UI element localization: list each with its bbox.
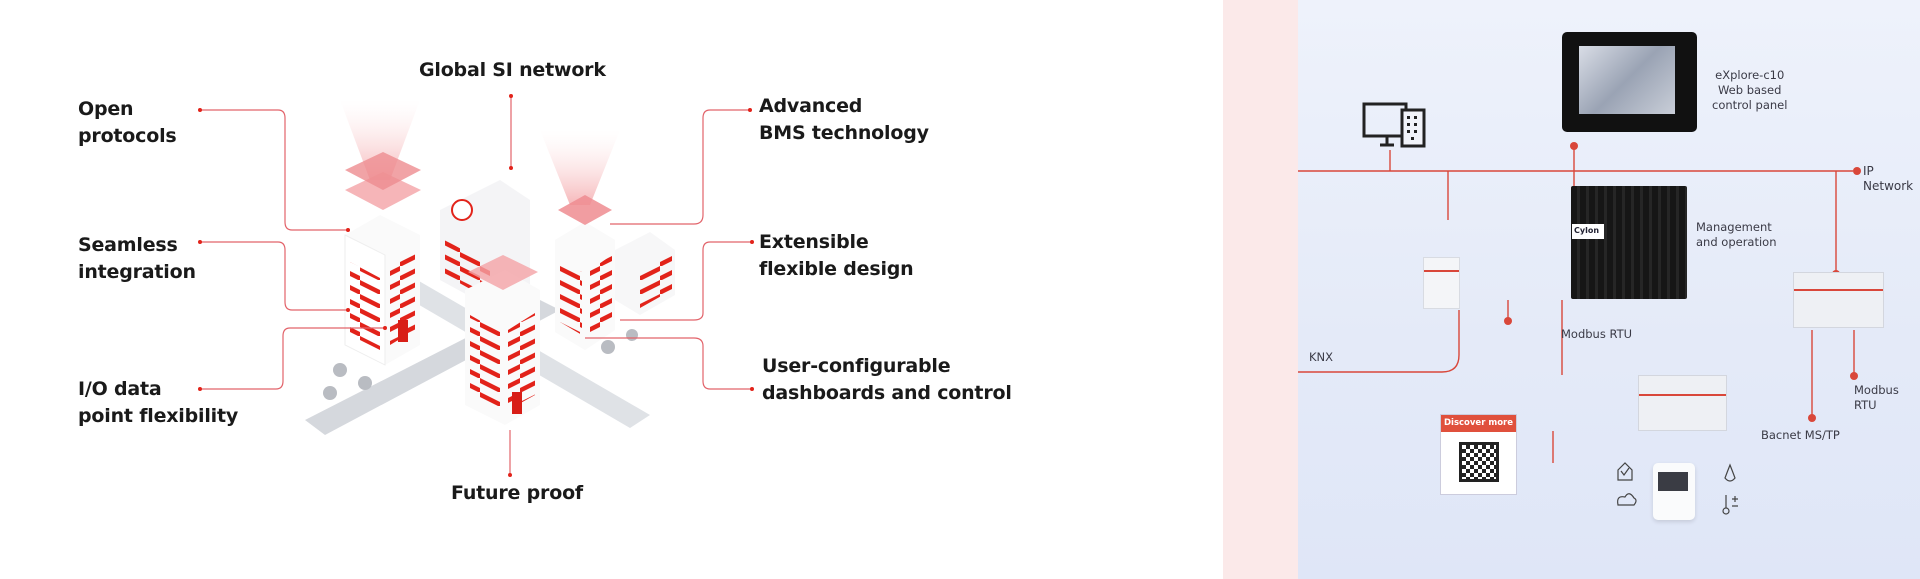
label-line: Extensible [759, 231, 869, 253]
label-line: point flexibility [78, 405, 239, 427]
label-line: I/O data [78, 378, 162, 400]
feature-extensible-design: Extensible flexible design [759, 229, 914, 283]
feature-illustration-panel: Open protocols Global SI network Advanced… [78, 59, 1012, 504]
label-line: dashboards and control [762, 382, 1012, 404]
label-line: and operation [1696, 235, 1777, 249]
feature-future-proof: Future proof [451, 482, 583, 504]
discover-more-label: Discover more [1441, 415, 1516, 432]
feature-seamless-integration: Seamless integration [78, 232, 196, 286]
label-line: Seamless [78, 234, 178, 256]
room-thermostat [1653, 463, 1695, 520]
feature-open-protocols: Open protocols [78, 96, 177, 150]
label-line: Advanced [759, 95, 863, 117]
smart-city-illustration [198, 94, 754, 477]
ip-network-label: IP Network [1863, 164, 1914, 193]
io-controller-right [1793, 272, 1884, 328]
label-line: BMS technology [759, 122, 929, 144]
cylon-controller: Cylon [1571, 186, 1687, 299]
network-lines [1298, 102, 1861, 515]
label-line: eXplore-c10 [1715, 68, 1785, 82]
co2-cloud-icon [1617, 493, 1637, 506]
knx-module [1423, 257, 1460, 309]
discover-more-card[interactable]: Discover more [1440, 414, 1517, 495]
explore-c10-panel [1562, 32, 1697, 132]
label-line: protocols [78, 125, 177, 147]
feature-user-configurable: User-configurable dashboards and control [762, 353, 1012, 407]
label-line: Management [1696, 220, 1772, 234]
knx-label: KNX [1309, 350, 1334, 364]
label-line: flexible design [759, 258, 914, 280]
feature-io-data: I/O data point flexibility [78, 376, 238, 430]
label-line: User-configurable [762, 355, 951, 377]
cylon-logo: Cylon [1572, 224, 1604, 239]
modbus-rtu-label-right: Modbus RTU [1854, 383, 1899, 412]
home-check-icon [1617, 462, 1633, 481]
io-controller-middle [1638, 375, 1727, 431]
bacnet-label: Bacnet MS/TP [1761, 428, 1840, 442]
divider-strip [1223, 0, 1298, 579]
label-line: Web based [1717, 83, 1782, 97]
qr-code[interactable] [1458, 442, 1499, 482]
humidity-icon [1724, 463, 1736, 482]
label-line: Open [78, 98, 134, 120]
modbus-rtu-label-left: Modbus RTU [1561, 327, 1633, 341]
label-line: control panel [1712, 98, 1788, 112]
feature-global-si-network: Global SI network [419, 59, 606, 81]
panel-screen [1579, 46, 1675, 114]
label-line: integration [78, 261, 196, 283]
